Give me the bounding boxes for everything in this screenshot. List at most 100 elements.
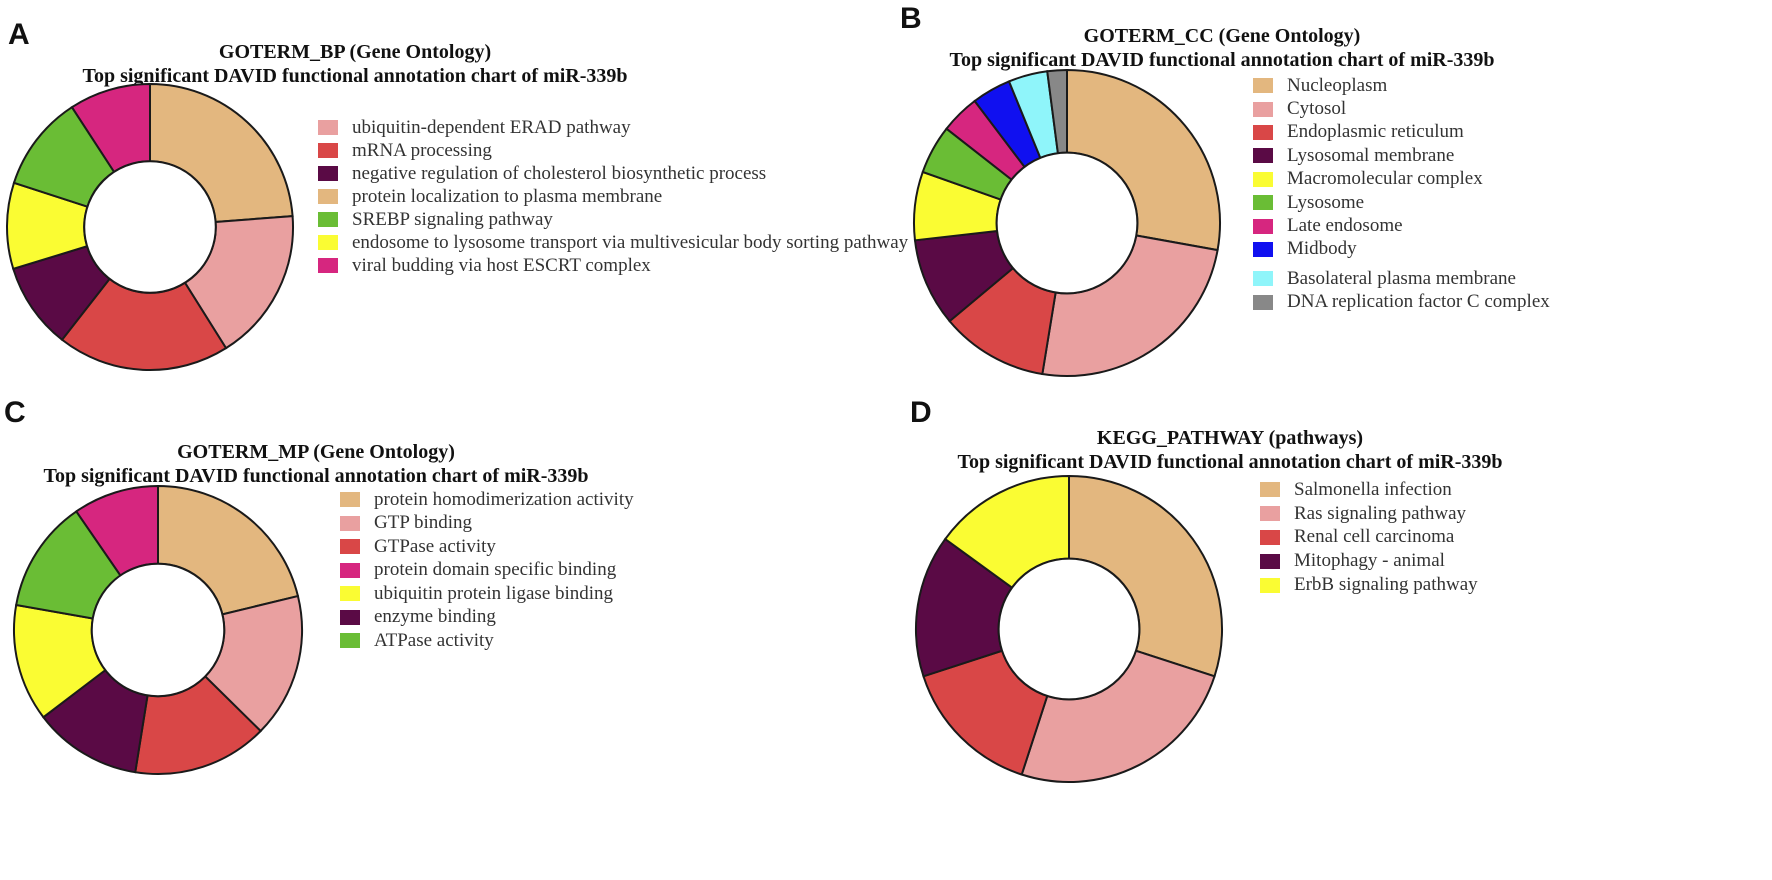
legend-item: protein domain specific binding	[340, 559, 634, 583]
legend-item: Ras signaling pathway	[1260, 502, 1478, 526]
legend-item: Nucleoplasm	[1253, 74, 1550, 97]
legend-label: ubiquitin-dependent ERAD pathway	[352, 116, 631, 138]
legend-label: ATPase activity	[374, 629, 494, 651]
legend-item: ATPase activity	[340, 629, 634, 653]
legend-item: ubiquitin-dependent ERAD pathway	[318, 116, 908, 139]
legend-label: GTP binding	[374, 512, 472, 534]
legend-label: ErbB signaling pathway	[1294, 574, 1478, 596]
legend-swatch	[318, 143, 338, 158]
panel-d-title: KEGG_PATHWAY (pathways) Top significant …	[945, 426, 1515, 474]
legend-swatch	[1260, 577, 1280, 593]
panel-c-title: GOTERM_MP (Gene Ontology) Top significan…	[36, 440, 596, 488]
legend-swatch	[1260, 506, 1280, 522]
legend-label: protein domain specific binding	[374, 559, 617, 581]
panel-letter-a: A	[8, 18, 30, 51]
legend-label: protein localization to plasma membrane	[352, 185, 663, 207]
legend-swatch	[1253, 148, 1273, 164]
legend-item: Mitophagy - animal	[1260, 549, 1478, 573]
legend-item: Salmonella infection	[1260, 478, 1478, 502]
donut-chart-b	[913, 68, 1221, 377]
legend-item: GTPase activity	[340, 535, 634, 559]
legend-swatch	[340, 633, 360, 649]
donut-hole	[90, 562, 226, 698]
legend-label: Ras signaling pathway	[1294, 502, 1467, 524]
chart-title: GOTERM_BP (Gene Ontology)	[218, 41, 492, 63]
legend-item: mRNA processing	[318, 139, 908, 162]
legend-label: GTPase activity	[374, 535, 496, 557]
legend-label: Salmonella infection	[1294, 478, 1452, 500]
legend-item: Basolateral plasma membrane	[1253, 267, 1550, 290]
legend-item: viral budding via host ESCRT complex	[318, 254, 908, 277]
legend-item: GTP binding	[340, 512, 634, 536]
chart-subtitle: Top significant DAVID functional annotat…	[949, 49, 1495, 71]
legend-swatch	[318, 189, 338, 204]
legend-label: Renal cell carcinoma	[1294, 526, 1455, 548]
legend-item: Macromolecular complex	[1253, 168, 1550, 191]
legend-item: Endoplasmic reticulum	[1253, 121, 1550, 144]
panel-a-title: GOTERM_BP (Gene Ontology) Top significan…	[80, 40, 630, 88]
legend-item: Lysosome	[1253, 191, 1550, 214]
legend-label: Late endosome	[1287, 215, 1403, 237]
legend-label: enzyme binding	[374, 606, 496, 628]
legend-swatch	[340, 586, 360, 602]
legend-swatch	[1253, 124, 1273, 140]
legend-swatch	[318, 258, 338, 273]
legend-swatch	[340, 515, 360, 531]
legend-label: Lysosome	[1287, 191, 1365, 213]
panel-letter-b: B	[900, 2, 922, 35]
chart-title: GOTERM_CC (Gene Ontology)	[1083, 25, 1361, 47]
donut-chart-c	[13, 484, 303, 775]
legend-label: Nucleoplasm	[1287, 74, 1388, 96]
legend-swatch	[340, 492, 360, 508]
legend-item: DNA replication factor C complex	[1253, 291, 1550, 314]
legend-item: Lysosomal membrane	[1253, 144, 1550, 167]
panel-letter-c: C	[4, 396, 26, 429]
panel-letter-d: D	[910, 396, 932, 429]
donut-hole	[83, 160, 217, 294]
legend-label: ubiquitin protein ligase binding	[374, 582, 614, 604]
donut-chart-d	[915, 474, 1223, 783]
chart-subtitle: Top significant DAVID functional annotat…	[957, 451, 1503, 473]
legend-item: Cytosol	[1253, 97, 1550, 120]
legend-swatch	[1260, 553, 1280, 569]
legend-label: mRNA processing	[352, 139, 492, 161]
legend-item: ubiquitin protein ligase binding	[340, 582, 634, 606]
legend-item: Late endosome	[1253, 214, 1550, 237]
legend-swatch	[1253, 218, 1273, 234]
legend-label: protein homodimerization activity	[374, 488, 634, 510]
legend-label: Lysosomal membrane	[1287, 144, 1455, 166]
legend-item: SREBP signaling pathway	[318, 208, 908, 231]
legend-swatch	[1260, 482, 1280, 498]
legend-swatch	[1260, 529, 1280, 545]
legend-swatch	[340, 539, 360, 555]
legend-swatch	[1253, 271, 1273, 287]
legend-item: Renal cell carcinoma	[1260, 526, 1478, 550]
legend-swatch	[318, 120, 338, 135]
legend-swatch	[1253, 101, 1273, 117]
chart-subtitle: Top significant DAVID functional annotat…	[82, 65, 628, 87]
legend-swatch	[318, 212, 338, 227]
legend-label: Midbody	[1287, 238, 1357, 260]
legend-swatch	[1253, 241, 1273, 257]
legend-item: endosome to lysosome transport via multi…	[318, 231, 908, 254]
legend-label: endosome to lysosome transport via multi…	[352, 231, 909, 253]
panel-b-title: GOTERM_CC (Gene Ontology) Top significan…	[932, 24, 1512, 72]
legend-item: negative regulation of cholesterol biosy…	[318, 162, 908, 185]
chart-subtitle: Top significant DAVID functional annotat…	[43, 465, 589, 487]
legend-swatch	[1253, 294, 1273, 310]
legend-label: negative regulation of cholesterol biosy…	[352, 162, 767, 184]
legend-swatch	[1253, 195, 1273, 211]
legend-label: Macromolecular complex	[1287, 168, 1483, 190]
legend-label: viral budding via host ESCRT complex	[352, 254, 651, 276]
legend-label: Cytosol	[1287, 98, 1347, 120]
legend-swatch	[318, 235, 338, 250]
legend-swatch	[1253, 171, 1273, 187]
legend-swatch	[340, 562, 360, 578]
legend-label: Basolateral plasma membrane	[1287, 267, 1516, 289]
chart-title: GOTERM_MP (Gene Ontology)	[177, 441, 455, 463]
donut-chart-a	[6, 82, 294, 371]
